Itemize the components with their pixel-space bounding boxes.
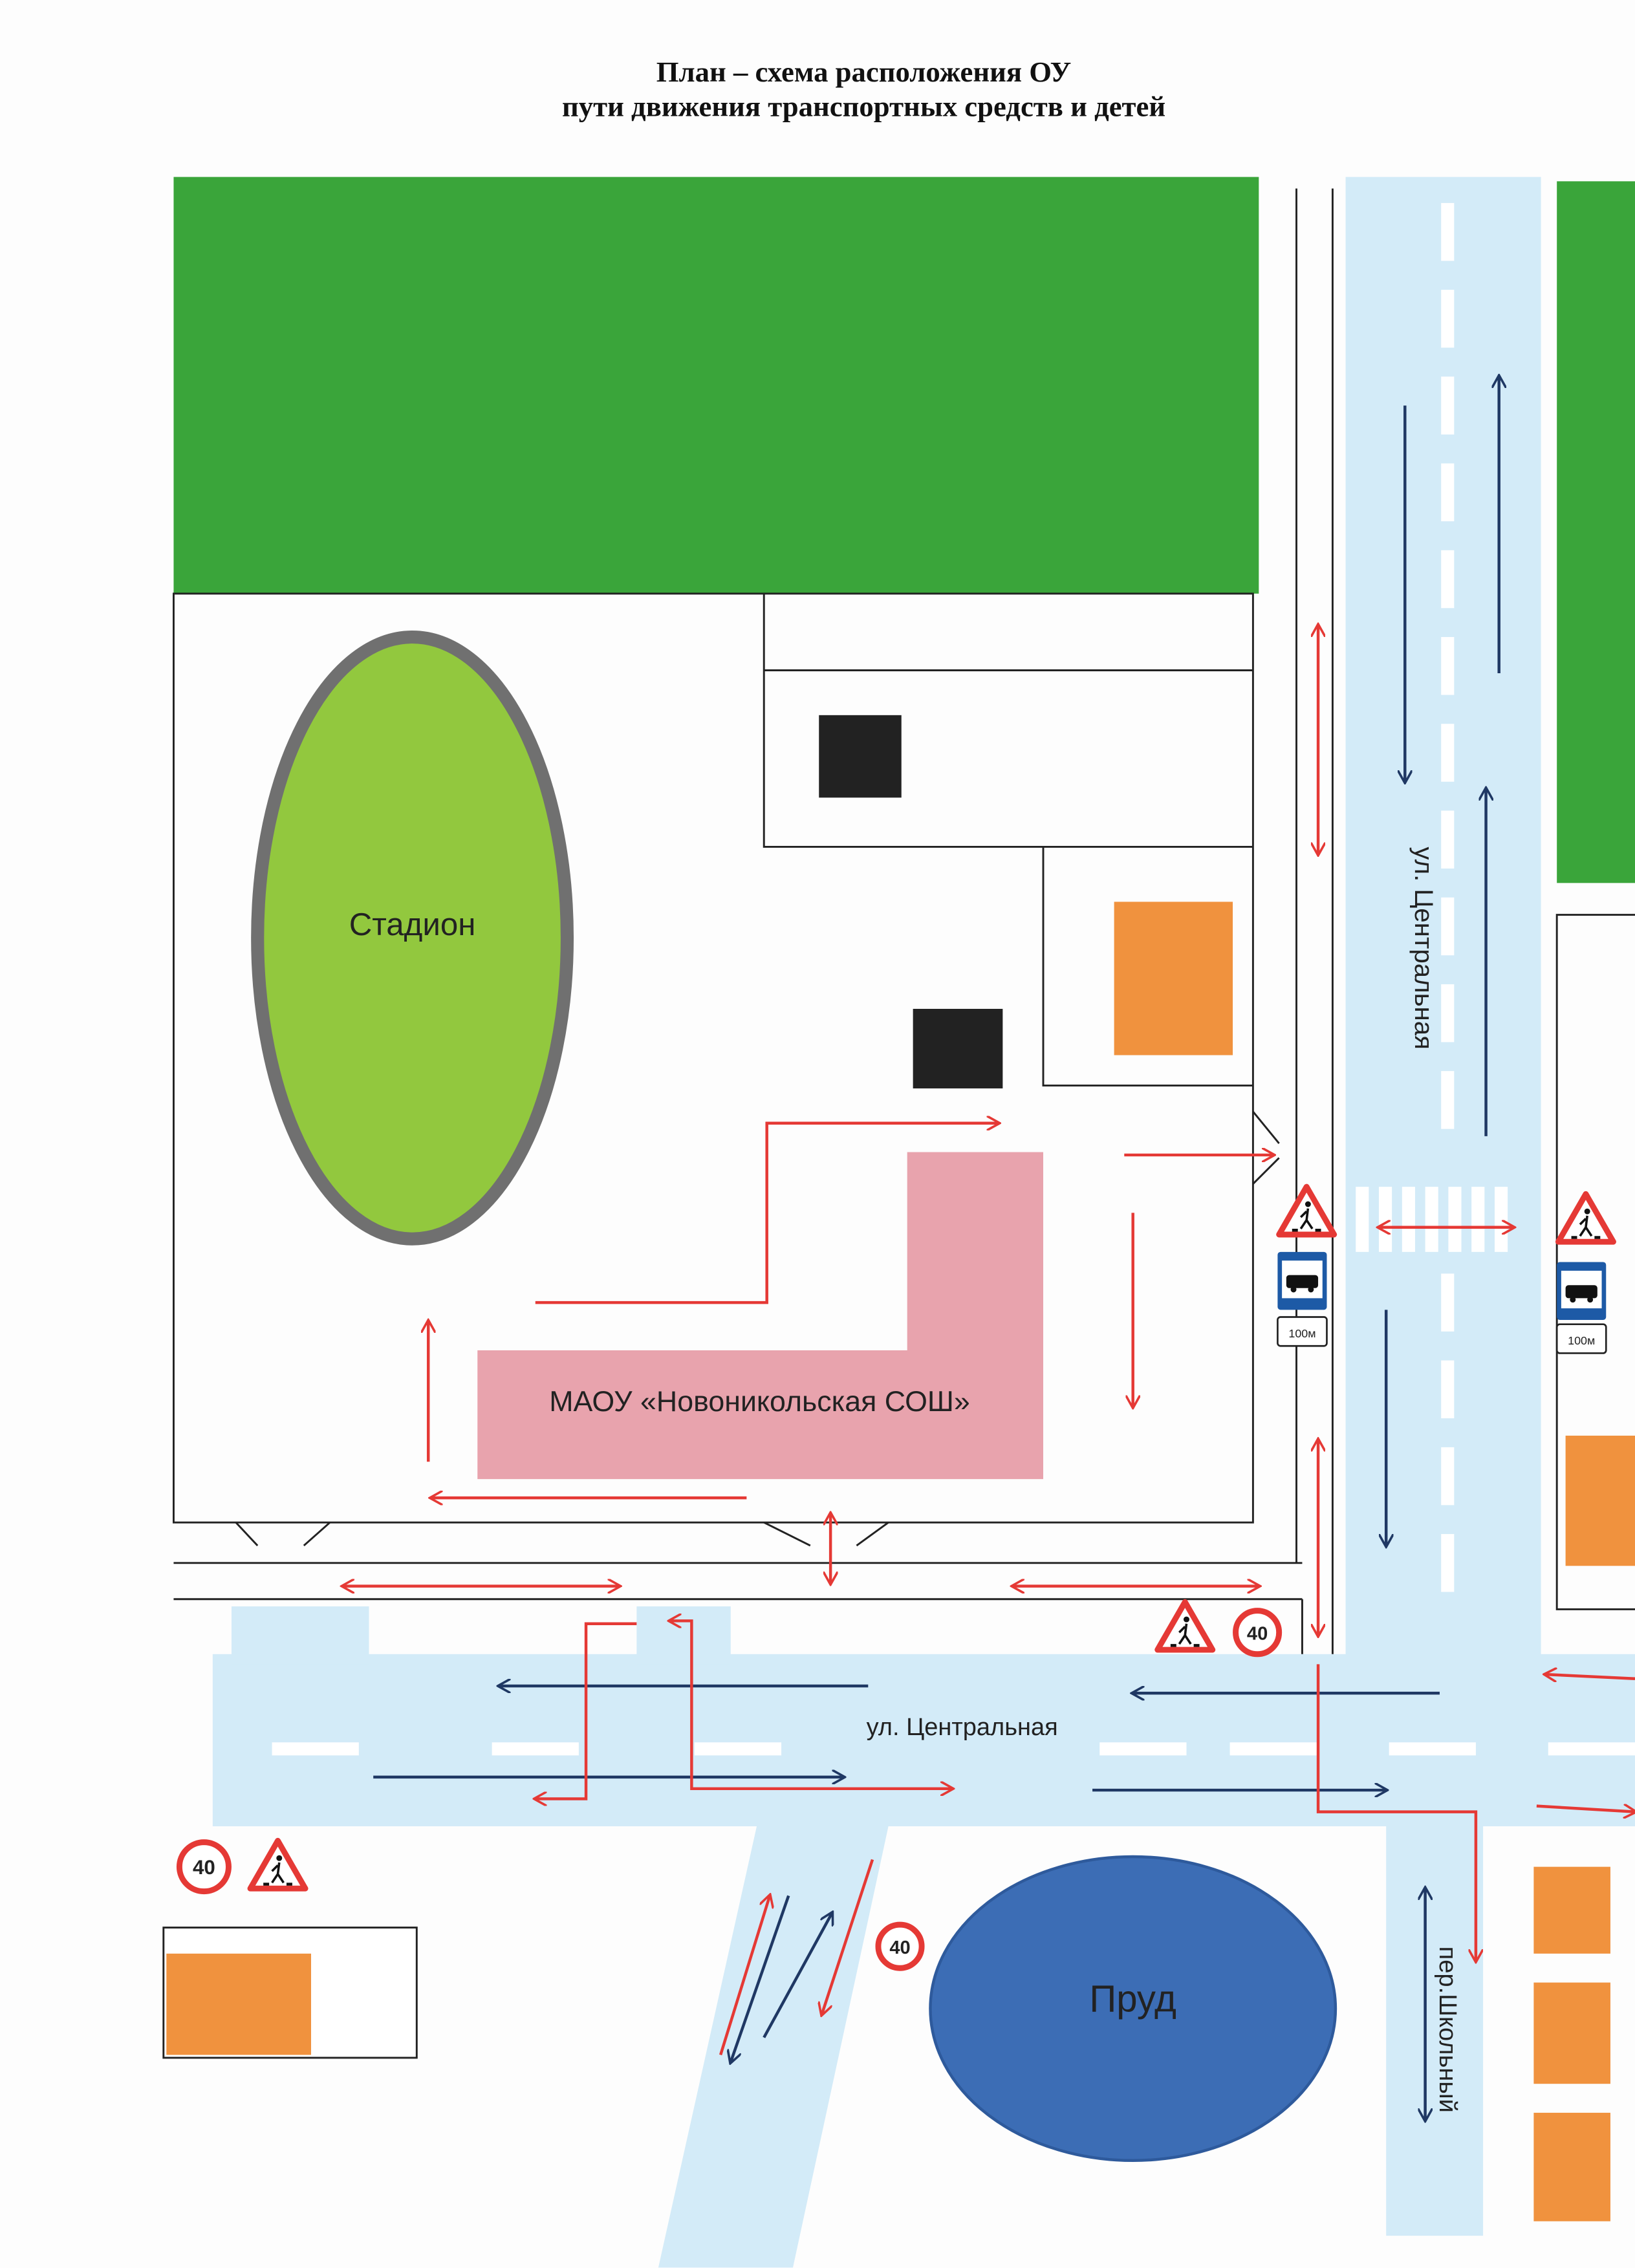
svg-text:40: 40	[1247, 1623, 1268, 1644]
bus-stop-sign	[1557, 1262, 1607, 1320]
street-label-vertical: ул. Центральная	[1409, 847, 1438, 1050]
pedestrian-crossing-sign	[250, 1841, 305, 1888]
green-zone-north	[173, 177, 1259, 594]
street-label-horizontal: ул. Центральная	[867, 1714, 1058, 1741]
lane-label: пер.Школьный	[1434, 1947, 1461, 2113]
speed-limit-sign: 40	[875, 1921, 925, 1971]
green-zone-east	[1557, 181, 1635, 883]
school-label: МАОУ «Новоникольская СОШ»	[549, 1385, 970, 1418]
title-line-2: пути движения транспортных средств и дет…	[562, 91, 1165, 123]
stadium-label: Стадион	[349, 907, 476, 942]
pond-label: Пруд	[1089, 1978, 1176, 2020]
pond	[929, 1855, 1337, 2163]
svg-text:100м: 100м	[1568, 1334, 1595, 1347]
speed-limit-sign: 40	[176, 1839, 232, 1895]
children-route-arrows	[343, 625, 1635, 2056]
speed-limit-sign: 40	[1233, 1608, 1283, 1658]
svg-text:40: 40	[889, 1938, 910, 1958]
building	[1565, 1435, 1635, 1566]
pedestrian-crossing-sign	[1279, 1187, 1334, 1235]
building	[1533, 1982, 1610, 2084]
stadium	[251, 630, 574, 1246]
building	[166, 1953, 311, 2055]
building	[1533, 1866, 1610, 1954]
distance-plate: 100м	[1555, 1323, 1607, 1354]
svg-text:40: 40	[193, 1856, 215, 1879]
bus-stop-sign	[1277, 1251, 1327, 1310]
building	[1114, 902, 1233, 1055]
school-building	[477, 1152, 1043, 1480]
outbuilding	[913, 1008, 1003, 1089]
pedestrian-crossing-sign	[1558, 1194, 1613, 1242]
outbuilding	[819, 715, 902, 798]
distance-plate: 100м	[1277, 1316, 1328, 1347]
svg-text:100м: 100м	[1288, 1327, 1316, 1340]
building	[1533, 2112, 1610, 2221]
pedestrian-crossing-sign	[1158, 1602, 1213, 1650]
title-line-1: План – схема расположения ОУ	[656, 56, 1072, 88]
school-plot	[173, 592, 1254, 1524]
